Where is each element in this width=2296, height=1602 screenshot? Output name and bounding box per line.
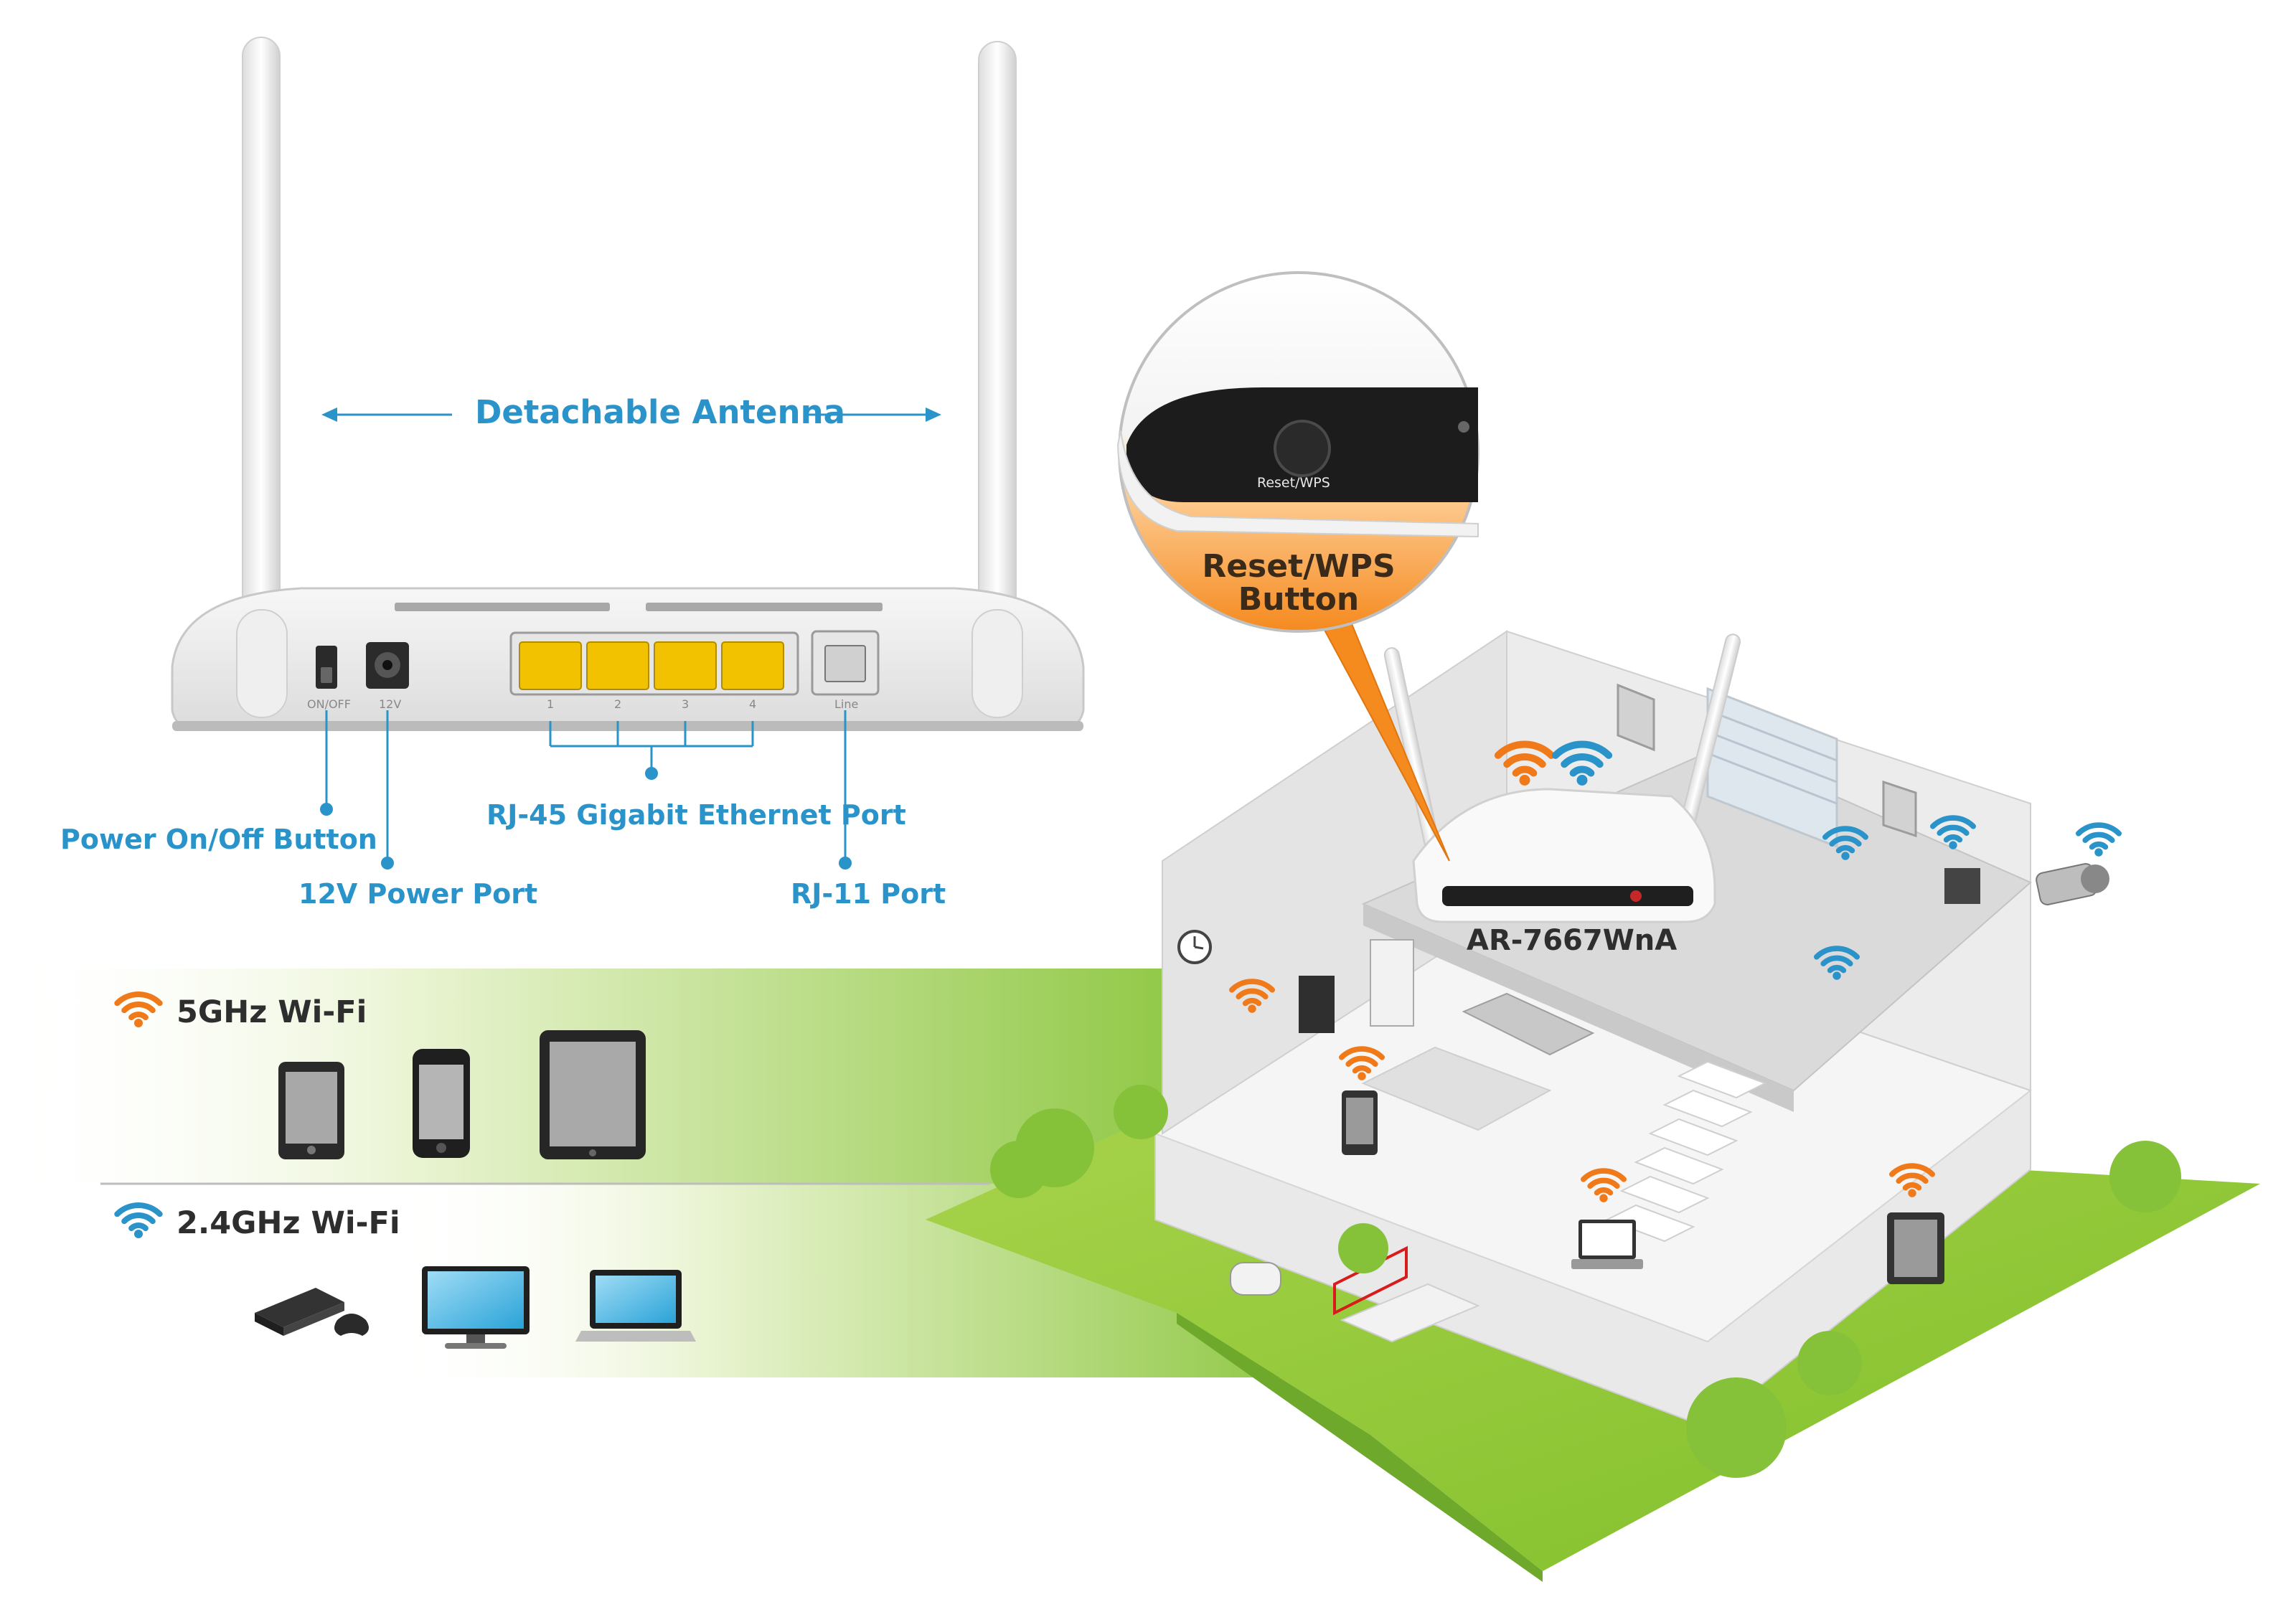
game-console-icon: [255, 1288, 369, 1336]
wifi-icon-5ghz: [1338, 1046, 1385, 1080]
wifi-icon-24ghz: [1551, 740, 1613, 786]
phone-icon: [413, 1049, 470, 1158]
model-label: AR-7667WnA: [1467, 924, 1678, 957]
reset-wps-button: [1274, 420, 1331, 477]
power-port-label: 12V Power Port: [298, 878, 538, 910]
wifi-icon-24ghz: [114, 1202, 163, 1238]
tablet-icon: [278, 1062, 344, 1159]
wifi-icon-24ghz: [2075, 822, 2122, 857]
on-off-port-label: ON/OFF: [307, 697, 351, 711]
wifi-icon-5ghz: [1888, 1163, 1936, 1197]
wifi-icon-5ghz: [114, 991, 163, 1027]
power-button-label: Power On/Off Button: [60, 824, 377, 855]
legend-devices: [255, 1030, 696, 1349]
legend-24ghz-label: 2.4GHz Wi-Fi: [177, 1205, 400, 1241]
wifi-icon-5ghz: [1580, 1168, 1627, 1202]
callout-lines: [320, 407, 941, 870]
line-port-label: Line: [834, 697, 859, 711]
ipad-icon: [540, 1030, 646, 1159]
reset-wps-callout-label-2: Button: [1238, 581, 1360, 618]
tv-icon: [422, 1266, 530, 1349]
wifi-icons: [114, 740, 2122, 1238]
rj11-port-label: RJ-11 Port: [791, 878, 946, 910]
reset-wps-callout: [1116, 271, 1479, 862]
12v-port-label: 12V: [379, 697, 402, 711]
legend-5ghz-label: 5GHz Wi-Fi: [177, 994, 367, 1030]
ethernet-port-label: RJ-45 Gigabit Ethernet Port: [486, 799, 906, 831]
wifi-icon-24ghz: [1822, 826, 1869, 860]
ethernet-port-3-label: 3: [682, 697, 690, 711]
ethernet-port-4-label: 4: [749, 697, 757, 711]
house-illustration: [926, 630, 2260, 1582]
router-back-view: [171, 37, 1085, 731]
ethernet-port-2-label: 2: [614, 697, 622, 711]
antenna-label: Detachable Antenna: [475, 393, 845, 431]
wifi-icon-24ghz: [1813, 946, 1860, 980]
reset-wps-small-label: Reset/WPS: [1257, 475, 1330, 491]
wifi-icon-5ghz: [1494, 740, 1556, 786]
router-in-house-icon: [1383, 633, 1741, 923]
reset-wps-callout-label-1: Reset/WPS: [1202, 548, 1396, 585]
wifi-icon-5ghz: [1228, 979, 1276, 1013]
ethernet-ports: [519, 641, 784, 690]
ethernet-port-1-label: 1: [547, 697, 555, 711]
camera-icon: [2036, 863, 2109, 905]
wifi-icon-24ghz: [1929, 815, 1977, 849]
laptop-icon: [575, 1270, 696, 1342]
